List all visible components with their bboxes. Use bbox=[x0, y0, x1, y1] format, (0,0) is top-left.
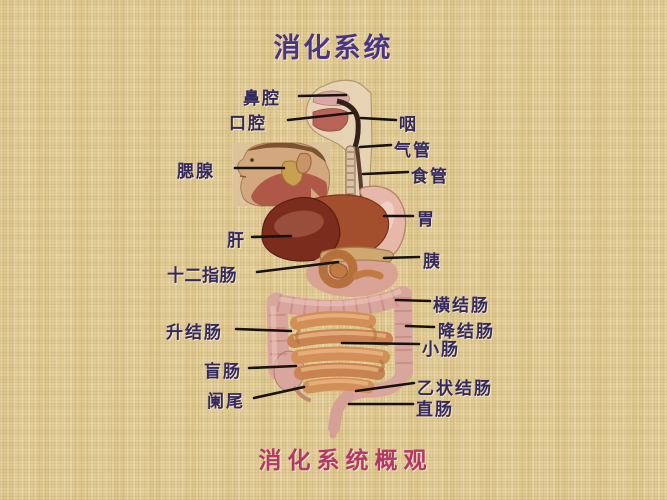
liver-shape bbox=[261, 194, 390, 262]
esophagus-line bbox=[361, 170, 410, 176]
small-intestine-shape bbox=[287, 310, 393, 394]
trachea-line bbox=[358, 143, 393, 149]
label-pancreas: 胰 bbox=[423, 252, 442, 271]
cecum-line bbox=[247, 364, 298, 370]
transverse-colon-line bbox=[394, 298, 432, 303]
colon-shape bbox=[266, 286, 413, 439]
label-parotid-gland: 腮腺 bbox=[177, 162, 215, 181]
ascending-colon-line bbox=[234, 327, 293, 333]
label-trachea: 气管 bbox=[394, 141, 432, 160]
descending-colon-line bbox=[404, 324, 436, 329]
label-liver: 肝 bbox=[227, 231, 246, 250]
label-rectum: 直肠 bbox=[416, 400, 454, 419]
label-duodenum: 十二指肠 bbox=[167, 266, 237, 285]
label-esophagus: 食管 bbox=[411, 167, 449, 186]
label-descending-colon: 降结肠 bbox=[438, 322, 495, 341]
face-profile-shape bbox=[233, 142, 330, 207]
pharynx-line bbox=[359, 116, 398, 122]
label-transverse-colon: 横结肠 bbox=[433, 296, 490, 315]
head-sagittal-shape bbox=[305, 79, 373, 202]
label-sigmoid-colon: 乙状结肠 bbox=[417, 379, 493, 398]
label-nasal-cavity: 鼻腔 bbox=[243, 89, 281, 108]
sigmoid-colon-line bbox=[354, 381, 416, 393]
liver-line bbox=[250, 234, 293, 239]
label-appendix: 阑尾 bbox=[207, 392, 245, 411]
oral-cavity-line bbox=[286, 111, 354, 122]
page-title: 消化系统 bbox=[273, 33, 394, 64]
duodenum-line bbox=[255, 260, 340, 274]
label-stomach: 胃 bbox=[417, 210, 436, 229]
small-intestine-line bbox=[340, 341, 421, 346]
label-ascending-colon: 升结肠 bbox=[166, 323, 223, 342]
pancreas-line bbox=[382, 255, 421, 260]
label-pharynx: 咽 bbox=[399, 115, 418, 134]
nasal-cavity-line bbox=[297, 93, 348, 98]
label-cecum: 盲肠 bbox=[204, 362, 242, 381]
label-oral-cavity: 口腔 bbox=[229, 114, 267, 133]
label-small-intestine: 小肠 bbox=[422, 340, 460, 359]
caption: 消化系统概观 bbox=[258, 448, 433, 473]
appendix-line bbox=[252, 385, 306, 400]
connector-lines bbox=[233, 93, 436, 406]
